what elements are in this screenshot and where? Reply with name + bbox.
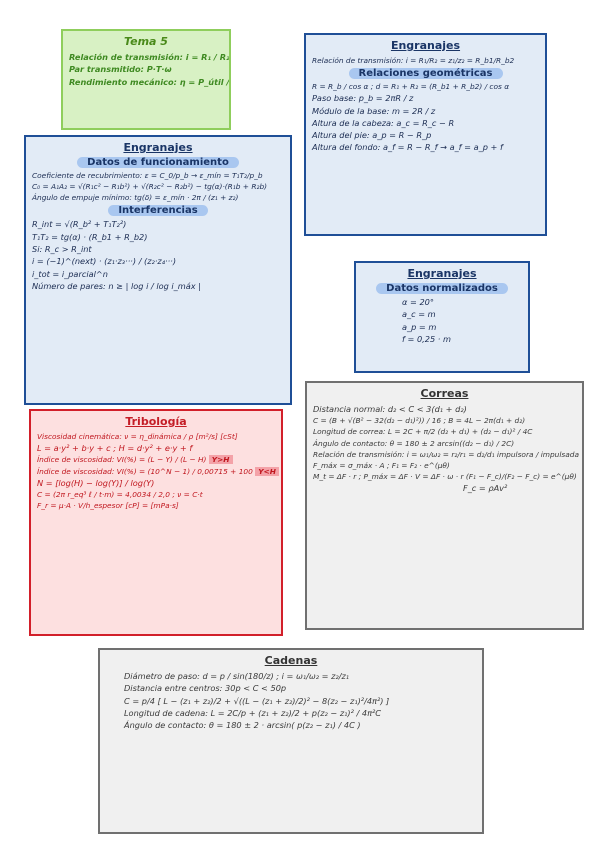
eng-func-line-4: R_int = √(R_b² + T₁T₂²) — [32, 219, 127, 230]
tribo-vi-1-text: Índice de viscosidad: VI(%) = (L − Y) / … — [37, 455, 207, 465]
tema-line-3: Rendimiento mecánico: η = P_útil / P_con… — [69, 76, 230, 87]
tribo-line-2: L = a·y² + b·y + c ; H = d·y² + e·y + f — [37, 443, 193, 454]
tribo-vi-2-text: Índice de viscosidad: VI(%) = (10^N − 1)… — [37, 466, 253, 476]
tribo-vi-2: Índice de viscosidad: VI(%) = (10^N − 1)… — [37, 466, 279, 477]
tribo-vi-1-tag: Y>H — [208, 455, 233, 465]
correas-line-6: F_máx = σ_máx · A ; F₁ = F₂ · e^(μθ) — [313, 460, 450, 470]
tema-card: Tema 5 Relación de transmisión: i = R₁ /… — [61, 29, 231, 130]
eng-norm-pill: Datos normalizados — [376, 283, 508, 294]
tribo-line-1: Viscosidad cinemática: ν = η_dinámica / … — [37, 432, 238, 441]
correas-line-7: M_t = ΔF · r ; P_máx = ΔF · V = ΔF · ω ·… — [313, 471, 577, 481]
eng-func-line-5: T₁T₂ = tg(α) · (R_b1 + R_b2) — [32, 231, 148, 242]
tribo-vi-1: Índice de viscosidad: VI(%) = (L − Y) / … — [37, 454, 275, 465]
eng-norm-line-2: a_c = m — [402, 309, 436, 320]
cadenas-card: Cadenas Diámetro de paso: d = p / sin(18… — [98, 648, 484, 834]
eng-norm-line-1: α = 20° — [402, 297, 434, 307]
eng-norm-title: Engranajes — [407, 267, 477, 280]
cadenas-line-5: Ángulo de contacto: θ = 180 ± 2 · arcsin… — [124, 720, 361, 731]
correas-line-8: F_c = ρAv² — [463, 482, 508, 493]
cadenas-line-2: Distancia entre centros: 30p < C < 50p — [124, 683, 287, 694]
engranajes-geometria-card: Engranajes Relación de transmisión: i = … — [304, 33, 547, 236]
eng-geom-line-6: Altura del pie: a_p = R − R_p — [312, 130, 432, 141]
correas-line-5: Relación de transmisión: i = ω₁/ω₂ = r₂/… — [313, 449, 579, 459]
eng-geom-line-1: Relación de transmisión: i = R₁/R₂ = z₁/… — [312, 56, 515, 65]
cadenas-line-4: Longitud de cadena: L = 2C/p + (z₁ + z₂)… — [124, 707, 382, 718]
eng-norm-line-3: a_p = m — [402, 321, 437, 332]
tribo-vi-2-tag: Y<H — [255, 466, 279, 476]
eng-geom-line-4: Módulo de la base: m = 2R / z — [312, 105, 436, 116]
cadenas-line-3: C = p/4 [ L − (z₁ + z₂)/2 + √((L − (z₁ +… — [124, 695, 390, 706]
eng-func-line-1: Coeficiente de recubrimiento: ε = C_0/p_… — [32, 171, 263, 180]
eng-func-pill-interferencias: Interferencias — [108, 205, 208, 217]
eng-geom-title: Engranajes — [390, 39, 461, 52]
eng-func-pill: Datos de funcionamiento — [77, 157, 239, 168]
correas-title: Correas — [420, 387, 469, 400]
correas-line-3: Longitud de correa: L = 2C + π/2 (d₂ + d… — [313, 427, 533, 437]
eng-func-line-9: Número de pares: n ≥ | log i / log i_máx… — [32, 280, 201, 291]
correas-line-1: Distancia normal: d₂ < C < 3(d₁ + d₂) — [313, 404, 467, 414]
eng-geom-line-3: Paso base: p_b = 2πR / z — [312, 93, 414, 104]
tema-line-1: Relación de transmisión: i = R₁ / R₂ — [69, 52, 230, 62]
correas-line-2: C = (B + √(B² − 32(d₂ − d₁)²)) / 16 ; B … — [313, 416, 526, 426]
eng-geom-line-5: Altura de la cabeza: a_c = R_c − R — [312, 117, 455, 128]
eng-func-line-8: i_tot = i_parcial^n — [32, 268, 108, 279]
cadenas-title: Cadenas — [264, 654, 318, 667]
eng-norm-line-4: f = 0,25 · m — [402, 333, 451, 344]
tribo-line-4: C = (2π r_eq³ ℓ / t·m) = 4,0034 / 2,0 ; … — [37, 489, 203, 499]
eng-geom-line-7: Altura del fondo: a_f = R − R_f → a_f = … — [312, 142, 503, 153]
tema-title: Tema 5 — [124, 35, 168, 48]
eng-func-line-3: Ángulo de empuje mínimo: tg(δ) = ε_mín ·… — [32, 193, 239, 203]
eng-func-line-2: C₀ = A₁A₂ = √(R₁c² − R₁b²) + √(R₂c² − R₂… — [32, 182, 268, 192]
tribologia-card: Tribología Viscosidad cinemática: ν = η_… — [29, 409, 283, 636]
tribo-line-5: F_r = μ·A · V/h_espesor [cP] = [mPa·s] — [37, 501, 179, 511]
eng-geom-line-2: R = R_b / cos α ; d = R₁ + R₂ = (R_b1 + … — [312, 82, 510, 92]
tribo-line-3: N = [log(H) − log(Y)] / log(Y) — [37, 477, 155, 488]
tema-line-2: Par transmitido: P·T·ω — [69, 64, 172, 75]
tribo-title: Tribología — [125, 415, 187, 428]
correas-line-4: Ángulo de contacto: θ = 180 ± 2 arcsin((… — [313, 438, 515, 448]
cadenas-line-1: Diámetro de paso: d = p / sin(180/z) ; i… — [124, 671, 350, 681]
eng-func-line-6: Si: R_c > R_int — [32, 243, 92, 254]
eng-geom-pill: Relaciones geométricas — [348, 68, 503, 80]
engranajes-funcionamiento-card: Engranajes Datos de funcionamiento Coefi… — [24, 135, 292, 405]
engranajes-normalizados-card: Engranajes Datos normalizados α = 20° a_… — [354, 261, 530, 373]
eng-func-title: Engranajes — [123, 141, 193, 154]
eng-func-line-7: i = (−1)^(next) · (z₁·z₃···) / (z₂·z₄···… — [32, 256, 177, 267]
correas-card: Correas Distancia normal: d₂ < C < 3(d₁ … — [305, 381, 584, 630]
